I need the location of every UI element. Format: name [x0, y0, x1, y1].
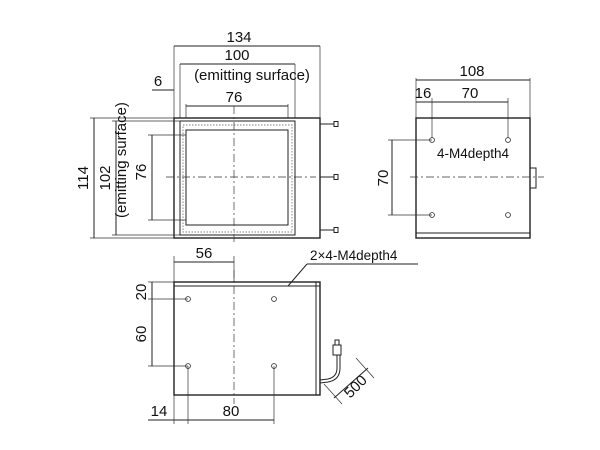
- dim-side-offset: 16: [415, 85, 432, 102]
- dim-width-emitting: 100: [224, 47, 249, 64]
- front-emitting-surface: [182, 124, 293, 233]
- dim-side-pitch-y: 70: [375, 170, 392, 187]
- dim-height-emitting: 102: [97, 165, 114, 190]
- dim-height-overall: 114: [75, 166, 92, 190]
- dim-inner-height: 76: [133, 164, 150, 181]
- callout-leader: [287, 263, 308, 287]
- emitting-surface-label-v: (emitting surface): [113, 102, 130, 218]
- front-housing: [173, 117, 321, 239]
- side-view: 108 16 70 4-M4depth4 70: [375, 63, 544, 239]
- side-hole-callout: 4-M4depth4: [437, 146, 510, 161]
- side-housing: [415, 117, 531, 239]
- dim-offset-left: 6: [154, 73, 162, 90]
- dim-bottom-offset-x: 56: [196, 245, 213, 262]
- dim-side-pitch-x: 70: [462, 85, 479, 102]
- cable-connector: [319, 339, 342, 384]
- bottom-hole-callout: 2×4-M4depth4: [310, 248, 398, 263]
- dim-line-500: [333, 367, 369, 399]
- bottom-hole: [271, 296, 277, 302]
- dim-bottom-margin: 14: [151, 403, 168, 420]
- side-hole: [505, 212, 511, 218]
- dim-cable-length: 500: [341, 372, 371, 402]
- bottom-view: 56 2×4-M4depth4 20 60 14 80: [133, 245, 418, 424]
- dim-bottom-pitch-x: 80: [223, 403, 240, 420]
- front-emitting-frame: [179, 120, 296, 236]
- emitting-surface-label-h: (emitting surface): [194, 67, 310, 84]
- dim-inner-width: 76: [226, 89, 243, 106]
- side-hole: [505, 137, 511, 143]
- front-inner-window: [185, 129, 289, 226]
- side-connector: [529, 167, 537, 189]
- dim-side-width: 108: [459, 63, 484, 80]
- dim-width-overall: 134: [226, 29, 251, 46]
- dim-bottom-offset-y: 20: [133, 284, 150, 301]
- front-view: 134 100 (emitting surface) 6 76: [75, 29, 339, 242]
- dim-bottom-pitch-y: 60: [133, 326, 150, 343]
- front-connector-pins: [320, 121, 339, 233]
- bottom-housing: [173, 281, 321, 396]
